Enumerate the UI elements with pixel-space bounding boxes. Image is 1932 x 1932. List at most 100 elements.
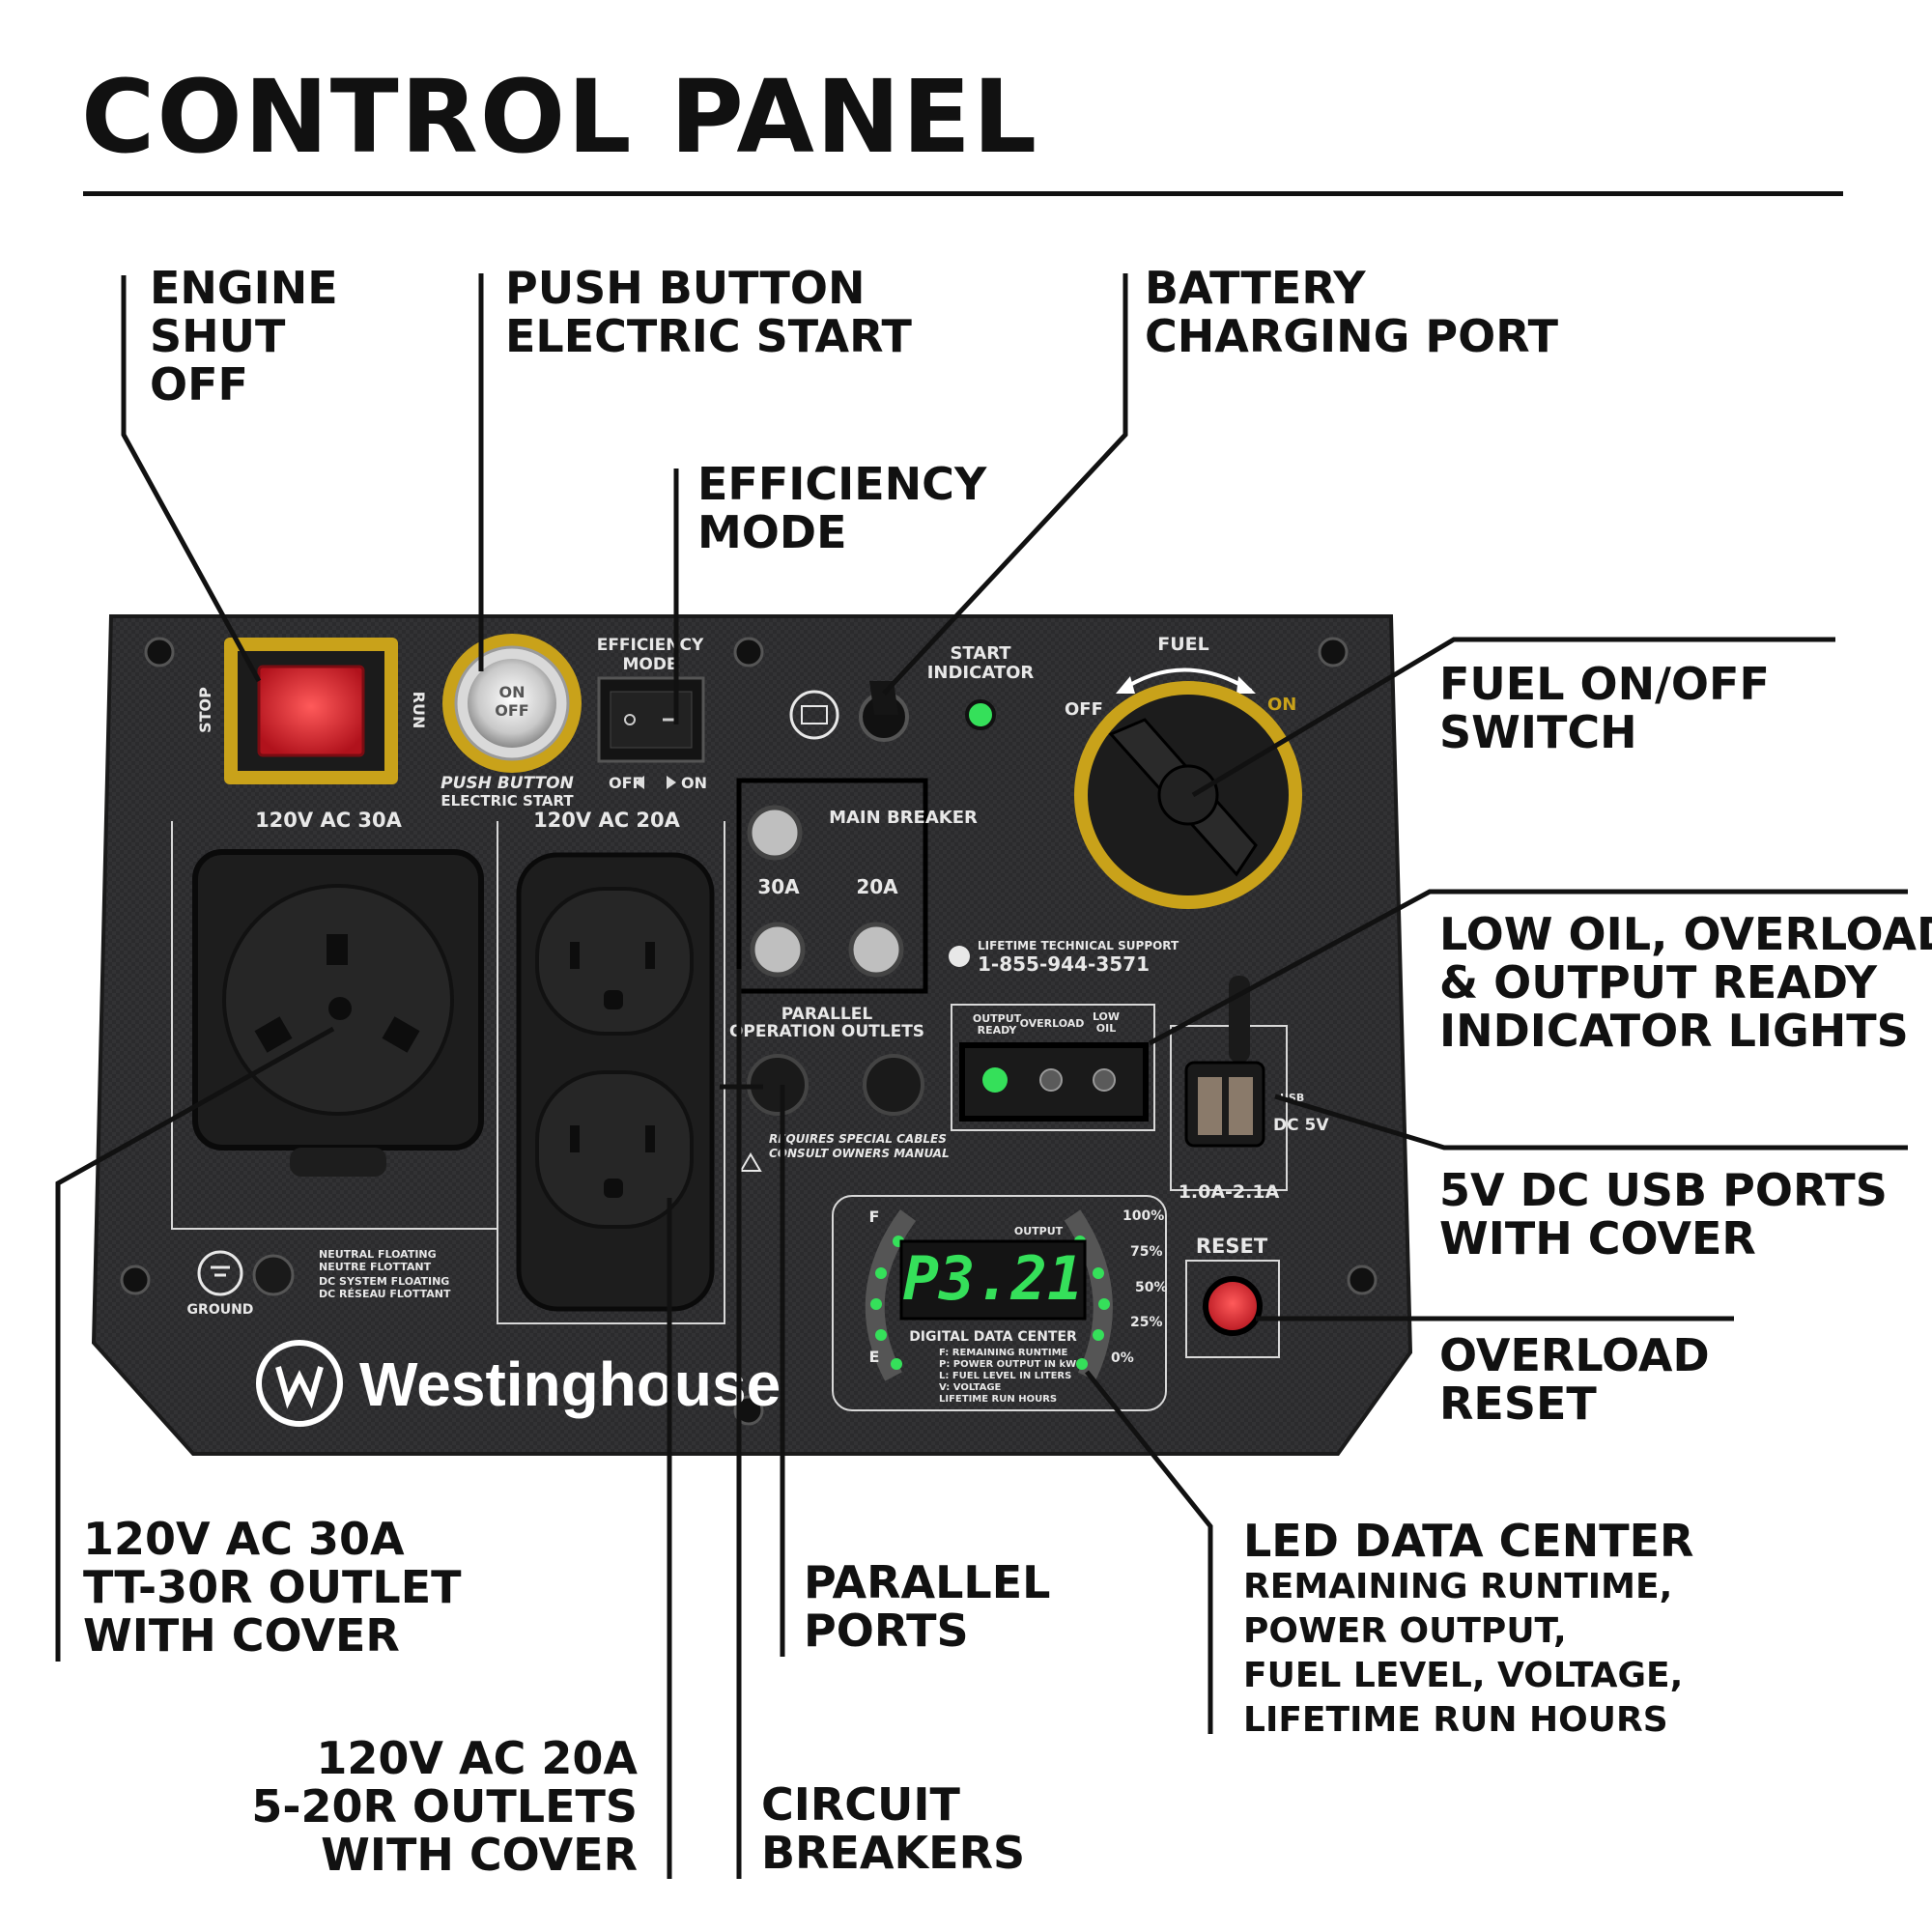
leader-fuel-switch [1191,637,1835,798]
screw [1347,1264,1378,1295]
callout-line: CIRCUIT [761,1778,960,1831]
callout-line: POWER OUTPUT, [1243,1611,1567,1651]
westinghouse-logo [256,1340,343,1427]
ground-icon [197,1250,243,1296]
screw [1318,637,1349,668]
engine-switch-rocker [257,665,365,757]
neutral-note-3: DC SYSTEM FLOATING [319,1275,449,1288]
outlet-20a-top [535,887,694,1036]
callout-line: EFFICIENCY [697,458,987,510]
leader-usb-ports [1274,1094,1908,1151]
callout-line: FUEL LEVEL, VOLTAGE, [1243,1656,1684,1695]
eco-title-2: MODE [622,655,677,674]
low-oil-label-1: LOW [1093,1010,1120,1023]
callout-engine-shut-off: ENGINE SHUT OFF [150,264,338,409]
parallel-port-right [863,1054,924,1116]
title-divider [83,191,1843,196]
led-display [899,1239,1087,1321]
data-center-title: DIGITAL DATA CENTER [909,1329,1077,1345]
usb-rating-label: 1.0A-2.1A [1179,1181,1280,1203]
gauge-f-label: F [869,1208,880,1226]
gauge-pct-0: 0% [1111,1350,1134,1366]
support-phone: 1-855-944-3571 [978,952,1150,976]
gauge-pct-75: 75% [1130,1244,1163,1260]
run-label: RUN [410,692,428,729]
start-indicator-label-2: INDICATOR [927,663,1035,683]
leader-battery-port [882,273,1128,696]
callout-battery-port: BATTERY CHARGING PORT [1145,264,1558,360]
callout-line: REMAINING RUNTIME, [1243,1567,1673,1606]
low-oil-led [1093,1068,1116,1092]
breaker-20a [848,922,904,978]
callout-overload-reset: OVERLOAD RESET [1439,1331,1710,1428]
dc5v-label: DC 5V [1273,1116,1329,1135]
legend-l: L: FUEL LEVEL IN LITERS [939,1371,1071,1381]
parallel-warning-1: REQUIRES SPECIAL CABLES [769,1132,947,1146]
callout-line: SHUT [150,310,286,362]
usb-port-2 [1229,1077,1253,1135]
callout-line: SWITCH [1439,706,1637,758]
leader-tt30r [55,1026,335,1662]
data-center-frame [832,1195,1167,1411]
callout-line: MODE [697,506,847,558]
callout-line: 5V DC USB PORTS [1439,1164,1888,1216]
fuel-on-label: ON [1267,695,1296,715]
callout-line: RESET [1439,1378,1597,1430]
neutral-note-1: NEUTRAL FLOATING [319,1248,437,1261]
led-display-value: P3.21 [903,1243,1084,1314]
fuel-label: FUEL [1157,634,1209,655]
ground-label: GROUND [187,1302,254,1318]
outlet-30a-label: 120V AC 30A [255,809,403,832]
screw [144,637,175,668]
callout-line: WITH COVER [1439,1212,1756,1264]
parallel-label-2: OPERATION OUTLETS [729,1022,924,1041]
start-indicator-label-1: START [950,643,1011,664]
main-breaker-box [736,778,928,994]
callout-line: WITH COVER [83,1609,400,1662]
callout-tt30r-outlet: 120V AC 30A TT-30R OUTLET WITH COVER [83,1515,462,1660]
callout-line: LED DATA CENTER [1243,1515,1694,1567]
leader-indicator-lights [1148,889,1908,1046]
gauge-pct-50: 50% [1135,1280,1168,1295]
callout-indicator-lights: LOW OIL, OVERLOAD & OUTPUT READY INDICAT… [1439,910,1932,1055]
reset-label: RESET [1196,1235,1268,1258]
electric-start-label: ELECTRIC START [440,792,574,810]
callout-line: BATTERY [1145,262,1366,314]
callout-circuit-breakers: CIRCUIT BREAKERS [761,1780,1025,1877]
screw [733,637,764,668]
screw [733,1395,764,1426]
callout-line: INDICATOR LIGHTS [1439,1005,1909,1057]
callout-line: LOW OIL, OVERLOAD [1439,908,1932,960]
output-ready-label-2: READY [978,1024,1018,1037]
output-ready-label-1: OUTPUT [973,1012,1022,1025]
eco-off-label: OFF [609,774,642,792]
stop-label: STOP [196,687,214,733]
callout-usb-ports: 5V DC USB PORTS WITH COVER [1439,1166,1888,1263]
gauge-output-label: OUTPUT [1014,1225,1064,1237]
callout-push-button-start: PUSH BUTTON ELECTRIC START [505,264,912,360]
fuel-off-label: OFF [1065,699,1103,720]
legend-hours: LIFETIME RUN HOURS [939,1394,1057,1405]
callout-line: 5-20R OUTLETS [251,1780,638,1833]
outlet-20a-bottom [535,1070,694,1229]
gauge-pct-25: 25% [1130,1315,1163,1330]
breaker-30a-label: 30A [757,875,800,898]
leader-led-data-center [1085,1370,1213,1734]
push-button [468,659,556,748]
overload-reset-button [1203,1276,1263,1336]
callout-line: PORTS [804,1605,969,1657]
low-oil-label-2: OIL [1096,1022,1116,1035]
eco-on-label: ON [681,774,707,792]
gauge-pct-100: 100% [1122,1208,1164,1224]
page-title: CONTROL PANEL [81,58,1039,176]
neutral-note-4: DC RÉSEAU FLOTTANT [319,1288,451,1300]
callout-line: ENGINE [150,262,338,314]
parallel-warning-2: CONSULT OWNERS MANUAL [769,1147,950,1160]
callout-led-data-center-details: REMAINING RUNTIME, POWER OUTPUT, FUEL LE… [1243,1565,1683,1743]
battery-icon [789,690,839,740]
parallel-label-1: PARALLEL [781,1005,873,1024]
callout-fuel-switch: FUEL ON/OFF SWITCH [1439,660,1770,756]
callout-20a-outlets: 120V AC 20A 5-20R OUTLETS WITH COVER [222,1734,638,1879]
main-breaker-label: MAIN BREAKER [829,808,978,828]
